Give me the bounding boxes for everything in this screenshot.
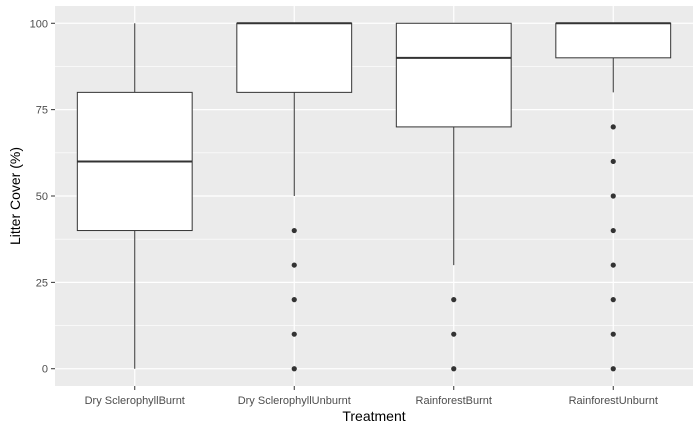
outlier-point	[610, 366, 616, 372]
box-2	[236, 22, 353, 372]
outlier-point	[291, 297, 297, 303]
x-axis: Dry SclerophyllBurnt Dry SclerophyllUnbur…	[85, 386, 658, 407]
y-tick-label: 50	[36, 191, 48, 203]
outlier-point	[610, 124, 616, 130]
y-axis-title: Litter Cover (%)	[7, 147, 23, 245]
box-iqr	[555, 22, 672, 59]
outlier-point	[610, 262, 616, 268]
box-4	[555, 22, 672, 372]
x-tick-label: Dry SclerophyllBurnt	[85, 395, 185, 407]
box-1	[76, 23, 193, 369]
box-3	[395, 22, 512, 372]
outlier-point	[291, 227, 297, 234]
outlier-point	[610, 227, 616, 234]
box-iqr	[395, 22, 512, 128]
outlier-point	[610, 193, 616, 199]
outlier-point	[291, 366, 297, 372]
outlier-point	[610, 331, 616, 337]
outlier-point	[451, 366, 457, 372]
outlier-point	[291, 331, 297, 337]
outlier-point	[451, 331, 457, 337]
outlier-point	[610, 297, 616, 303]
y-axis: 0 25 50 75 100	[30, 18, 55, 376]
y-tick-label: 25	[36, 277, 48, 289]
box-iqr	[236, 22, 353, 93]
outlier-point	[451, 297, 457, 303]
y-tick-label: 75	[36, 105, 48, 117]
x-tick-label: RainforestUnburnt	[569, 395, 658, 407]
x-tick-label: RainforestBurnt	[416, 395, 492, 407]
outlier-point	[291, 262, 297, 268]
outlier-point	[610, 158, 616, 165]
boxes-layer	[76, 22, 672, 372]
y-tick-label: 100	[30, 18, 48, 30]
y-tick-label: 0	[42, 364, 48, 376]
x-axis-title: Treatment	[342, 408, 405, 424]
x-tick-label: Dry SclerophyllUnburnt	[238, 395, 351, 407]
